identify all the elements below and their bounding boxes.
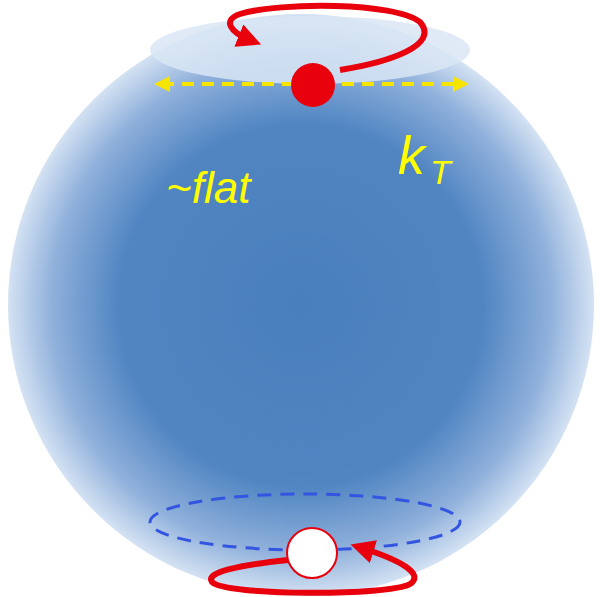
antiquark-dot bbox=[287, 528, 337, 578]
momentum-subscript: T bbox=[430, 155, 451, 189]
spin-arrow bbox=[230, 6, 425, 70]
region-note: ~flat bbox=[166, 166, 250, 210]
quark-dot bbox=[291, 63, 335, 107]
spin-arrow bbox=[211, 548, 414, 593]
momentum-symbol: k bbox=[398, 128, 425, 182]
nucleon-sphere bbox=[8, 14, 594, 596]
